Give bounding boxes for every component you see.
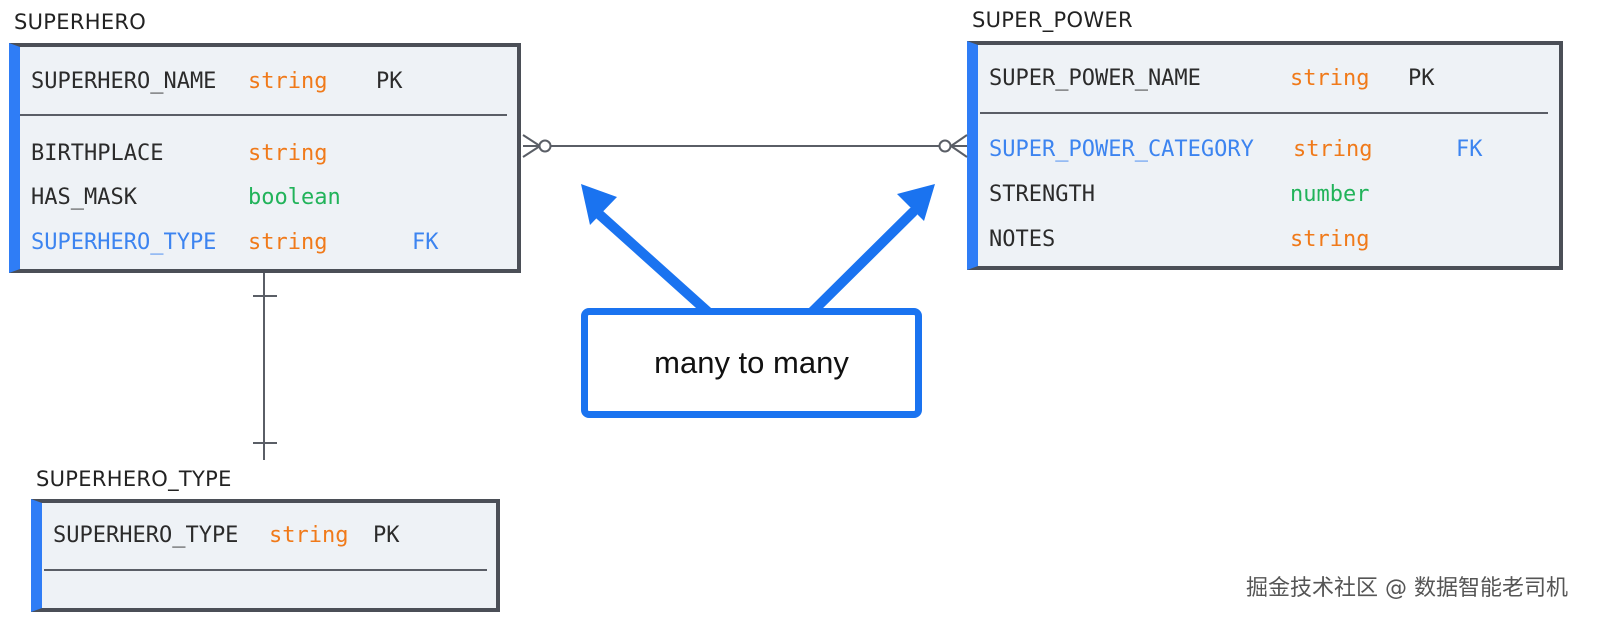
field-type: number [1290, 182, 1370, 207]
super-power-title: SUPER_POWER [972, 8, 1133, 32]
superhero-pk-row[interactable]: SUPERHERO_NAME string PK [20, 67, 517, 97]
super-power-entity[interactable]: SUPER_POWER_NAME string PK SUPER_POWER_C… [967, 41, 1563, 270]
field-name: HAS_MASK [31, 185, 137, 210]
pk-field-name: SUPERHERO_NAME [31, 69, 217, 94]
field-name: SUPERHERO_TYPE [31, 230, 217, 255]
field-name: NOTES [989, 227, 1056, 252]
pk-field-type: string [269, 523, 349, 548]
field-type: string [1290, 227, 1370, 252]
field-row-super-power-category[interactable]: SUPER_POWER_CATEGORY string FK [978, 135, 1559, 165]
superhero-type-title: SUPERHERO_TYPE [36, 467, 232, 491]
pk-badge: PK [373, 523, 400, 548]
watermark: 掘金技术社区 @ 数据智能老司机 [1246, 576, 1568, 601]
field-row-notes[interactable]: NOTES string [978, 225, 1559, 255]
superhero-type-entity[interactable]: SUPERHERO_TYPE string PK [31, 499, 500, 612]
pk-badge: PK [376, 69, 403, 94]
pk-divider [980, 112, 1548, 114]
field-type: string [248, 230, 328, 255]
field-name: STRENGTH [989, 182, 1095, 207]
pk-divider [20, 114, 507, 116]
pk-field-name: SUPER_POWER_NAME [989, 66, 1201, 91]
pk-field-name: SUPERHERO_TYPE [53, 523, 239, 548]
field-type: string [248, 141, 328, 166]
field-row-superhero-type[interactable]: SUPERHERO_TYPE string FK [20, 228, 517, 258]
callout-label: many to many [654, 345, 849, 380]
pk-badge: PK [1408, 66, 1435, 91]
super-power-pk-row[interactable]: SUPER_POWER_NAME string PK [978, 64, 1559, 94]
field-type: string [1293, 137, 1373, 162]
superhero-title: SUPERHERO [14, 10, 147, 34]
field-type: boolean [248, 185, 341, 210]
callout-arrow-left [581, 184, 713, 317]
one-to-one-connector [253, 273, 277, 460]
callout-arrow-right [807, 184, 935, 317]
many-to-many-connector [522, 134, 968, 158]
pk-field-type: string [248, 69, 328, 94]
fk-badge: FK [412, 230, 439, 255]
many-to-many-callout: many to many [581, 308, 922, 418]
superhero-type-pk-row[interactable]: SUPERHERO_TYPE string PK [42, 521, 496, 551]
field-row-strength[interactable]: STRENGTH number [978, 180, 1559, 210]
field-row-birthplace[interactable]: BIRTHPLACE string [20, 139, 517, 169]
superhero-entity[interactable]: SUPERHERO_NAME string PK BIRTHPLACE stri… [9, 43, 521, 273]
field-name: SUPER_POWER_CATEGORY [989, 137, 1254, 162]
field-row-has-mask[interactable]: HAS_MASK boolean [20, 183, 517, 213]
field-name: BIRTHPLACE [31, 141, 164, 166]
fk-badge: FK [1456, 137, 1483, 162]
pk-divider [44, 569, 487, 571]
pk-field-type: string [1290, 66, 1370, 91]
